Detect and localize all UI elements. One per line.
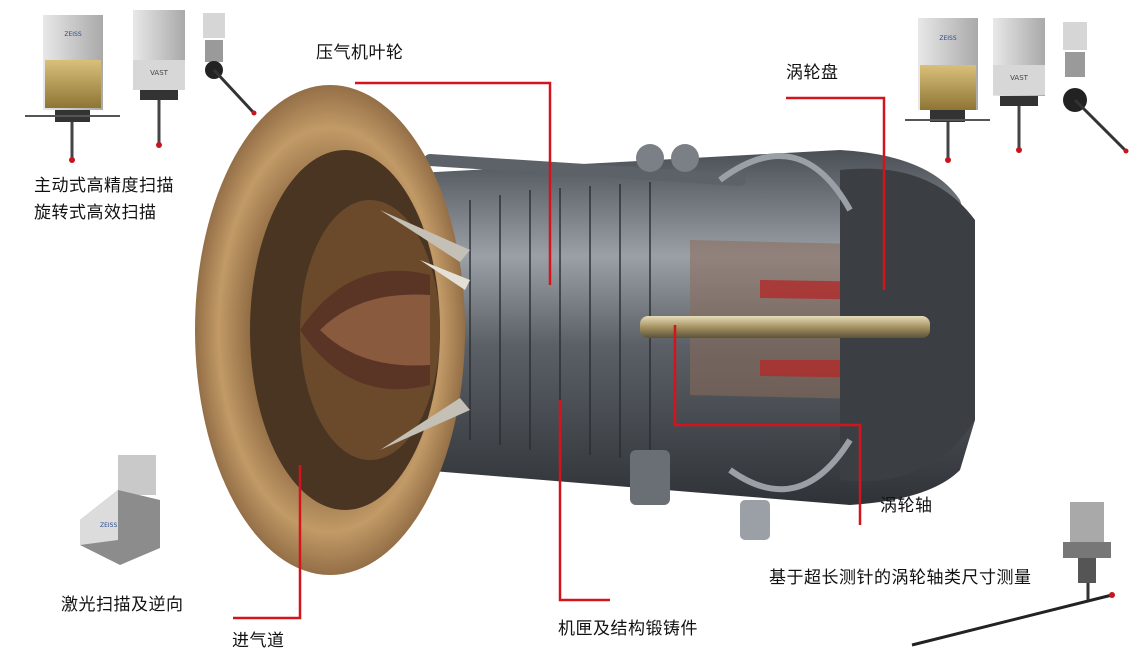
svg-text:VAST: VAST xyxy=(1010,74,1029,82)
leader-air-inlet xyxy=(233,465,302,620)
svg-text:ZEISS: ZEISS xyxy=(939,35,956,42)
label-air-inlet: 进气道 xyxy=(232,631,285,651)
long-stylus-probe-icon xyxy=(911,502,1115,647)
engine-casing xyxy=(380,144,975,540)
label-turbine-disk: 涡轮盘 xyxy=(786,63,839,83)
articulating-probe-icon xyxy=(1063,22,1129,154)
svg-text:VAST: VAST xyxy=(150,69,169,77)
leader-turbine-shaft xyxy=(673,325,862,525)
articulating-probe-icon xyxy=(203,13,257,116)
leader-casing-forgings xyxy=(558,400,610,602)
vast-probe-head-icon: VAST xyxy=(133,10,185,148)
label-active-scan-line2: 旋转式高效扫描 xyxy=(34,203,157,223)
leader-turbine-disk xyxy=(786,96,886,290)
leader-lines xyxy=(233,81,886,620)
laser-scanner-icon: ZEISS xyxy=(80,455,160,565)
label-turbine-shaft: 涡轮轴 xyxy=(880,496,933,516)
leader-compressor-impeller xyxy=(355,81,552,285)
svg-text:ZEISS: ZEISS xyxy=(100,522,117,529)
scanning-probe-head-icon: ZEISS xyxy=(25,15,120,163)
label-long-probe-measure: 基于超长测针的涡轮轴类尺寸测量 xyxy=(769,568,1032,588)
svg-text:ZEISS: ZEISS xyxy=(64,31,81,38)
label-laser-scan: 激光扫描及逆向 xyxy=(61,595,184,615)
vast-probe-head-icon: VAST xyxy=(993,18,1045,153)
label-active-scan-line1: 主动式高精度扫描 xyxy=(34,176,174,196)
label-compressor-impeller: 压气机叶轮 xyxy=(316,43,404,63)
label-casing-forgings: 机匣及结构锻铸件 xyxy=(558,619,698,639)
engine-inlet xyxy=(195,85,470,575)
scanning-probe-head-icon: ZEISS xyxy=(905,18,990,163)
